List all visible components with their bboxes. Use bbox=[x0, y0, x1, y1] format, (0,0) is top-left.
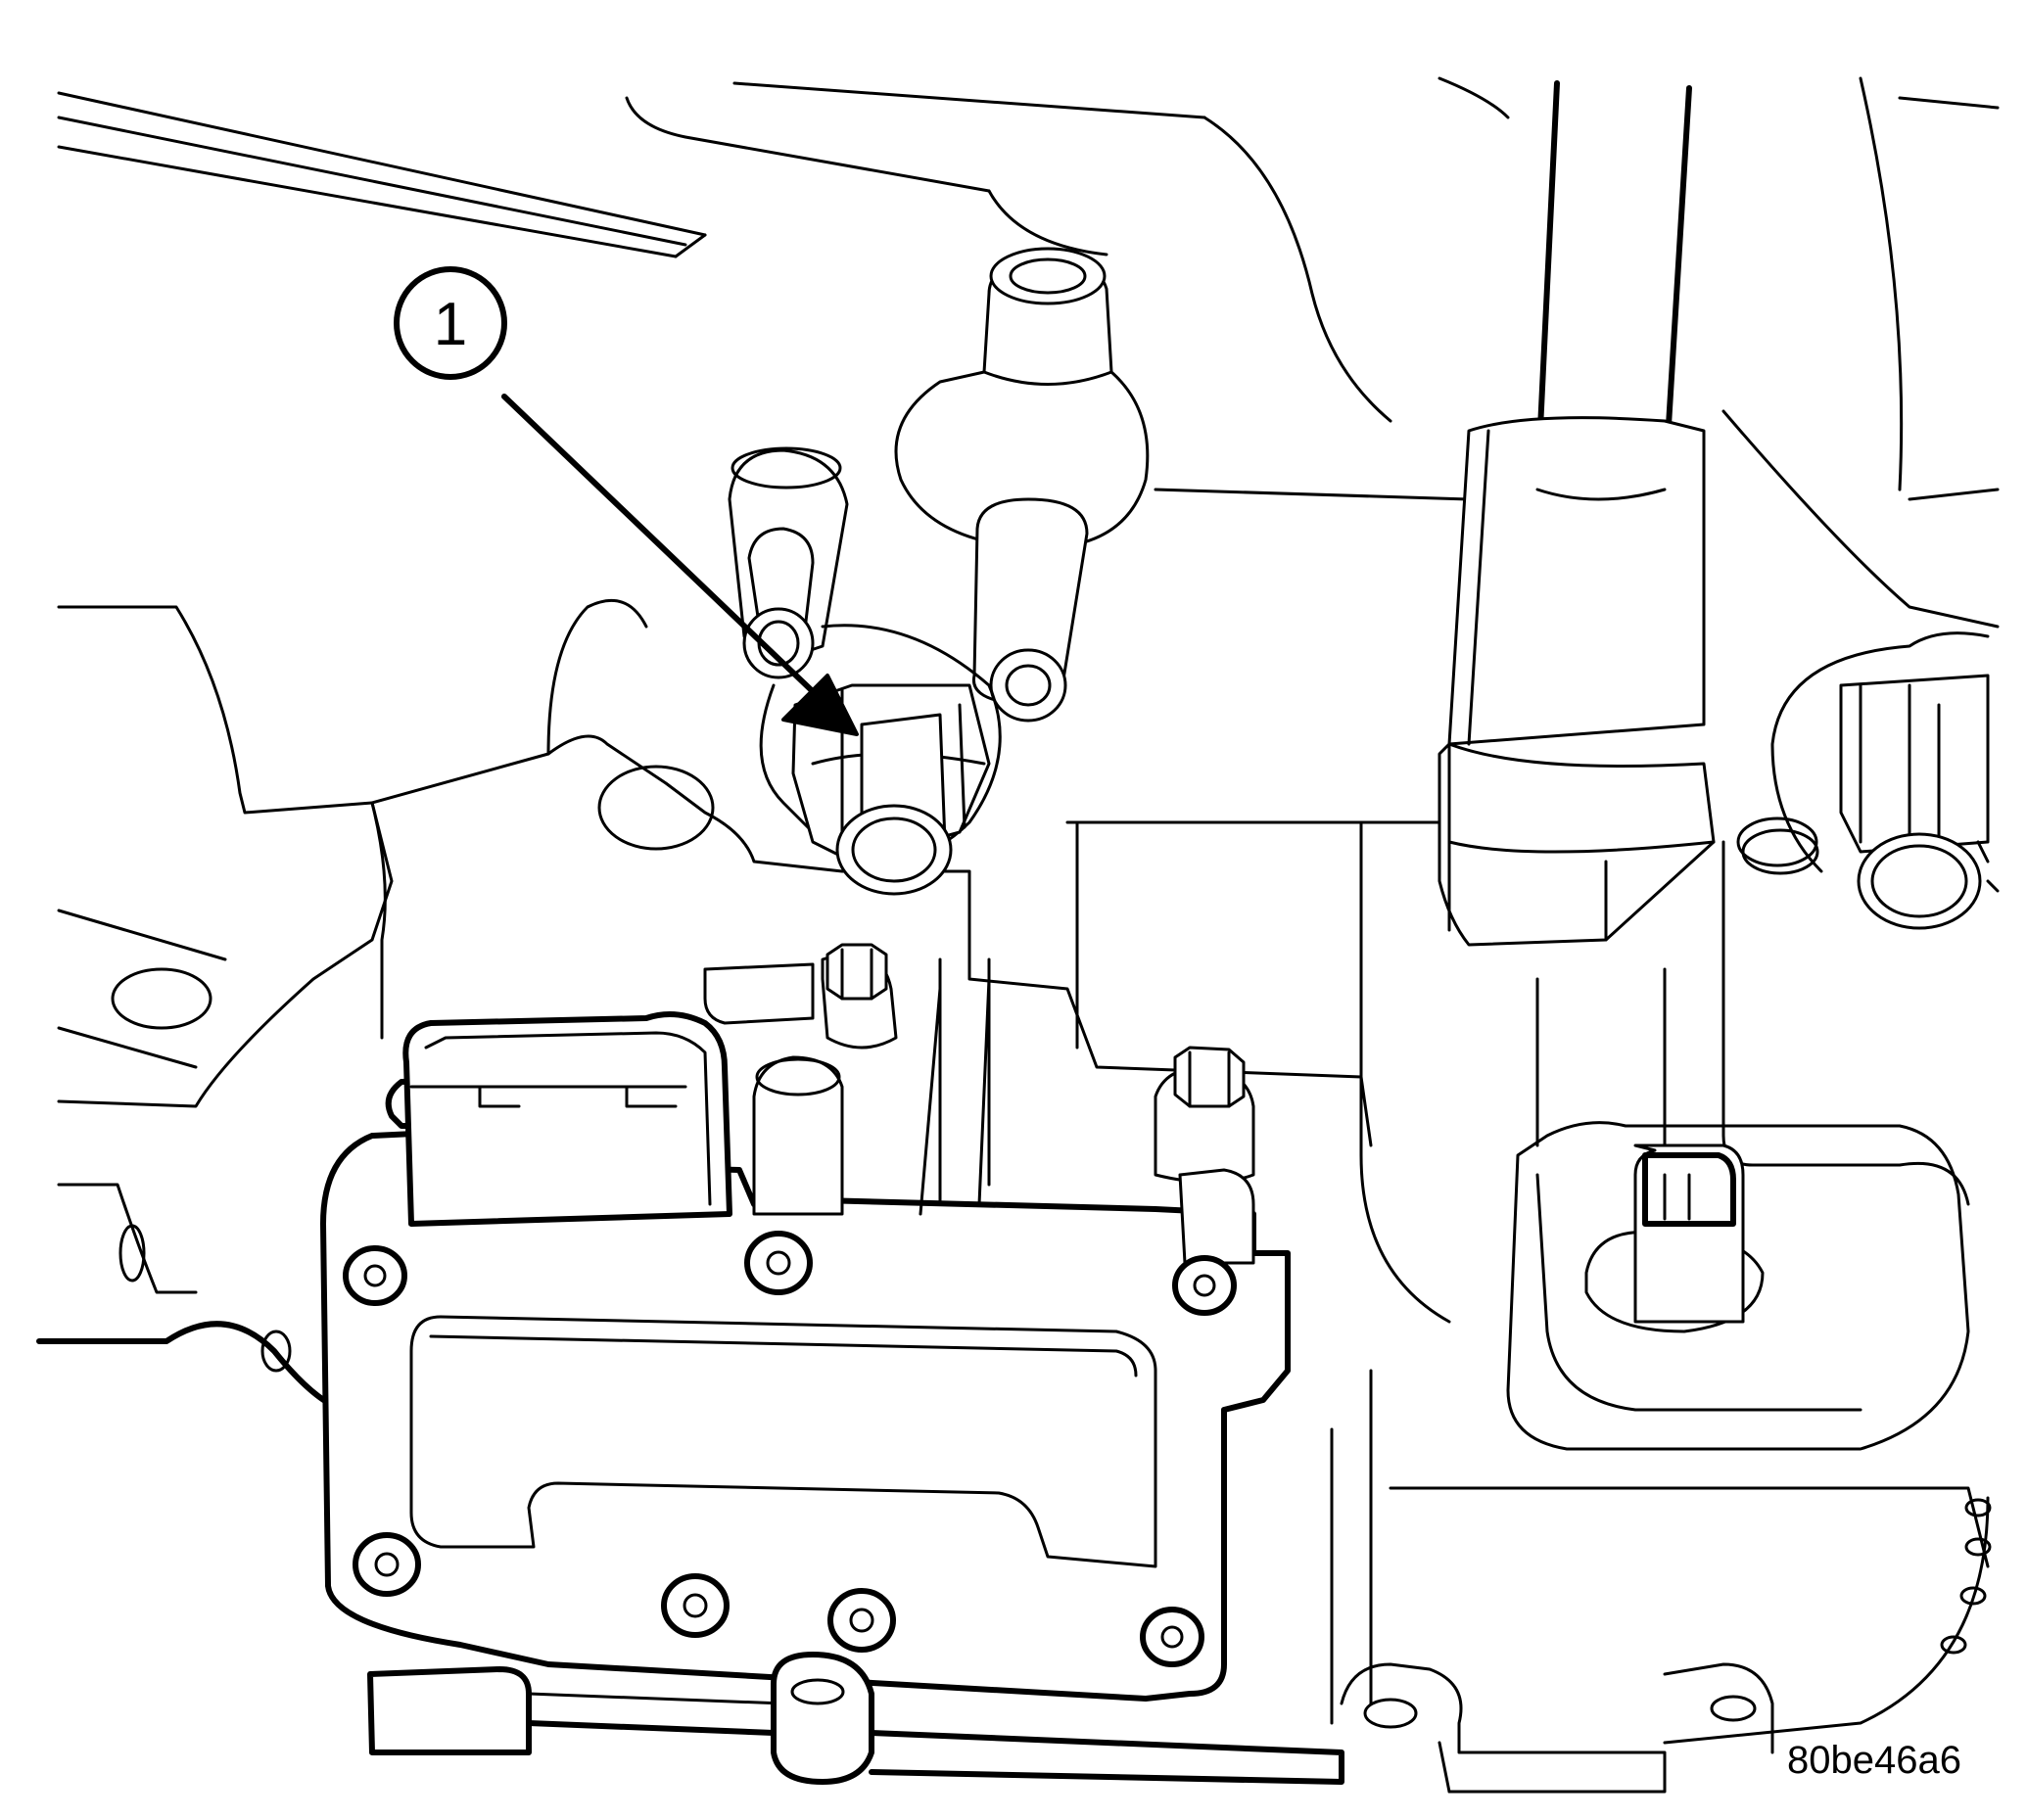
plate-holes bbox=[1741, 828, 1819, 875]
leader-arrow-shaft bbox=[501, 394, 845, 723]
callout-number: 1 bbox=[434, 291, 467, 358]
leader-arrow-head bbox=[781, 674, 859, 736]
vertical-tube bbox=[1438, 80, 1716, 1147]
reference-code: 80be46a6 bbox=[1787, 1739, 1961, 1782]
hex-bolts bbox=[821, 943, 1255, 1184]
torx-screws bbox=[343, 1231, 1237, 1667]
tee-fitting bbox=[728, 247, 1150, 723]
right-edge-fitting bbox=[1736, 631, 2000, 930]
lower-harness bbox=[367, 1652, 1774, 1794]
module-connector bbox=[402, 962, 815, 1227]
callout-circle bbox=[394, 266, 507, 380]
callout-1: 1 bbox=[394, 266, 859, 736]
right-connector-boss bbox=[1506, 1121, 1970, 1451]
module-tubes bbox=[752, 1055, 1255, 1265]
upper-housing bbox=[57, 76, 2000, 629]
